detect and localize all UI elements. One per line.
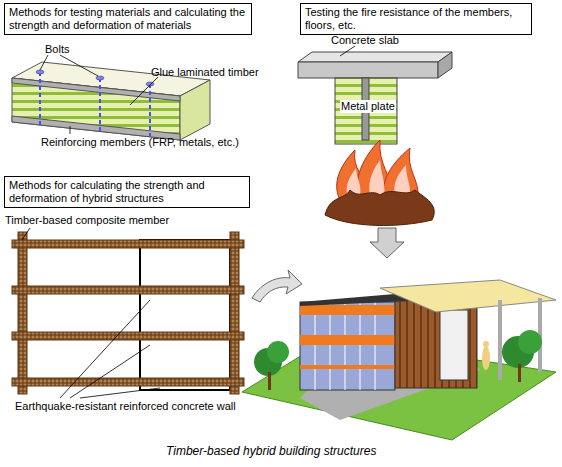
part-label: Bolts — [44, 43, 70, 56]
part-label: Metal plate — [340, 100, 396, 113]
text-box: Testing the fire resistance of the membe… — [300, 3, 532, 35]
building — [242, 280, 556, 440]
part-label: Glue laminated timber — [150, 66, 260, 79]
text-box: Methods for calculating the strength and… — [4, 176, 250, 208]
part-label: Timber-based composite member — [4, 214, 170, 227]
caption: Timber-based hybrid building structures — [166, 444, 376, 458]
part-label: Earthquake-resistant reinforced concrete… — [14, 400, 237, 413]
text-box: Methods for testing materials and calcul… — [4, 3, 252, 35]
box-text: Methods for testing materials and calcul… — [9, 6, 247, 32]
box-text: Testing the fire resistance of the membe… — [305, 6, 527, 32]
part-label: Concrete slab — [330, 34, 400, 47]
hybrid-frame — [12, 228, 302, 398]
part-label: Reinforcing members (FRP, metals, etc.) — [40, 136, 240, 149]
box-text: Methods for calculating the strength and… — [9, 179, 245, 205]
leader-line — [40, 55, 158, 134]
fire-test — [298, 46, 452, 258]
